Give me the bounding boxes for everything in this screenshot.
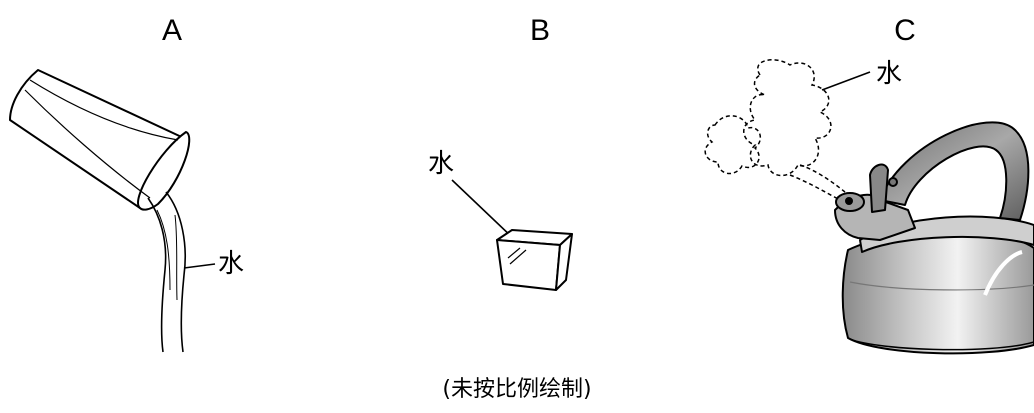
caption: (未按比例绘制) xyxy=(442,377,591,402)
water-stream-a xyxy=(147,191,186,353)
annotation-c: 水 xyxy=(876,59,902,89)
steam-clouds xyxy=(704,59,846,201)
pouring-cup-illustration xyxy=(9,69,191,211)
panel-label-c: C xyxy=(894,14,916,47)
annotation-b: 水 xyxy=(428,149,454,179)
leader-line-a xyxy=(183,263,216,269)
ice-cube-illustration xyxy=(496,229,573,291)
kettle-illustration xyxy=(834,121,1034,355)
leader-line-c xyxy=(821,71,871,91)
panel-label-b: B xyxy=(530,14,550,47)
annotation-a: 水 xyxy=(218,249,244,279)
leader-line-b xyxy=(451,179,516,241)
panel-label-a: A xyxy=(162,14,182,47)
